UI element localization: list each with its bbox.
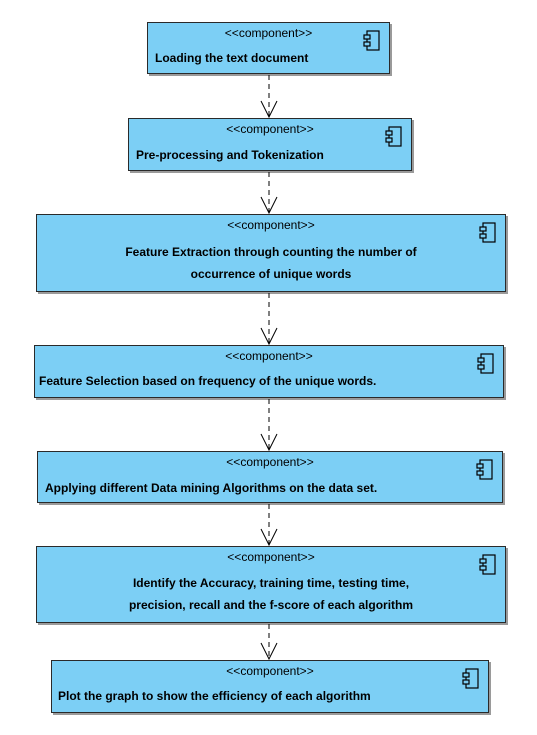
component-feature-selection[interactable]: <<component>> Feature Selection based on… [34, 345, 504, 398]
component-name-line-1: Feature Extraction through counting the … [125, 245, 417, 259]
component-stereotype: <<component>> [227, 218, 315, 232]
dependency-arrow-6-7 [260, 624, 278, 661]
component-name: Plot the graph to show the efficiency of… [58, 689, 371, 703]
component-name: Applying different Data mining Algorithm… [45, 481, 378, 495]
uml-component-icon [479, 554, 496, 575]
component-stereotype: <<component>> [226, 664, 314, 678]
uml-component-icon [479, 222, 496, 243]
component-stereotype: <<component>> [227, 550, 315, 564]
dependency-arrow-1-2 [260, 75, 278, 119]
component-feature-extraction[interactable]: <<component>> Feature Extraction through… [36, 214, 506, 292]
component-name-line-1: Identify the Accuracy, training time, te… [132, 576, 410, 590]
component-name-line-2: occurrence of unique words [190, 267, 352, 281]
component-name: Loading the text document [155, 51, 309, 65]
component-stereotype: <<component>> [225, 349, 313, 363]
component-name: Pre-processing and Tokenization [136, 148, 324, 162]
component-loading-text-document[interactable]: <<component>> Loading the text document [147, 22, 390, 74]
component-name-line-2: precision, recall and the f-score of eac… [128, 598, 414, 612]
component-stereotype: <<component>> [226, 122, 314, 136]
component-plot-graph[interactable]: <<component>> Plot the graph to show the… [51, 660, 489, 713]
dependency-arrow-5-6 [260, 504, 278, 547]
component-name: Feature Selection based on frequency of … [39, 374, 377, 388]
component-preprocessing-tokenization[interactable]: <<component>> Pre-processing and Tokeniz… [128, 118, 412, 171]
uml-component-icon [363, 30, 380, 51]
uml-component-icon [477, 353, 494, 374]
uml-component-icon [385, 126, 402, 147]
component-identify-accuracy[interactable]: <<component>> Identify the Accuracy, tra… [36, 546, 506, 623]
dependency-arrow-3-4 [260, 293, 278, 346]
uml-component-icon [462, 668, 479, 689]
uml-component-icon [476, 459, 493, 480]
dependency-arrow-2-3 [260, 172, 278, 215]
component-stereotype: <<component>> [224, 26, 313, 40]
component-applying-algorithms[interactable]: <<component>> Applying different Data mi… [37, 451, 503, 503]
dependency-arrow-4-5 [260, 399, 278, 452]
component-stereotype: <<component>> [226, 455, 314, 469]
